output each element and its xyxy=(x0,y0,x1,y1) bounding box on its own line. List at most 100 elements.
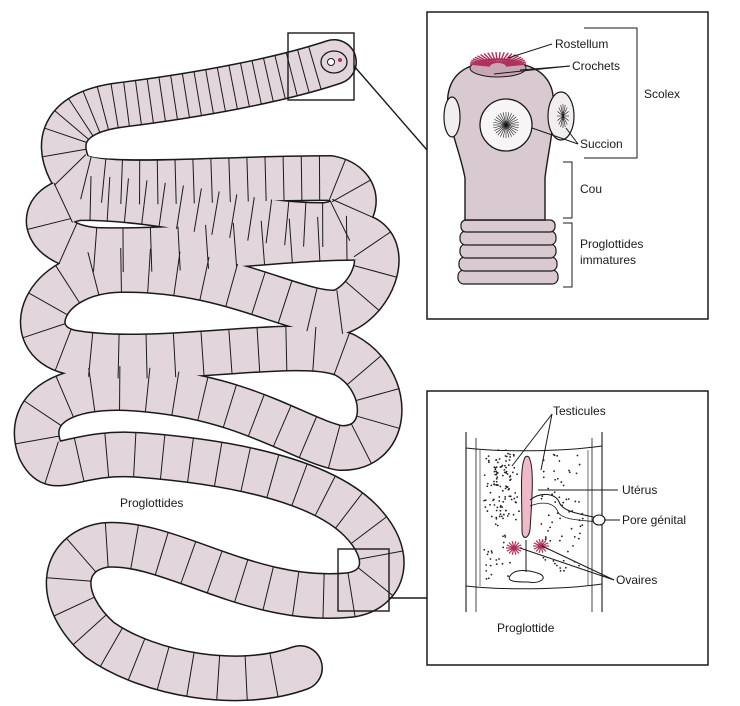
hook xyxy=(505,63,527,67)
segment-line xyxy=(347,355,382,385)
testis-dot xyxy=(509,561,511,564)
testis-dot xyxy=(506,473,509,475)
testis-dot xyxy=(495,559,498,561)
hook xyxy=(499,52,505,64)
segment-line xyxy=(88,367,96,412)
testis-dot xyxy=(502,541,505,544)
segment-line xyxy=(265,199,273,244)
sucker-ray xyxy=(497,114,507,126)
worm-head xyxy=(320,50,348,74)
testis-dot xyxy=(513,454,515,457)
testis-dot xyxy=(505,485,507,488)
sucker-center xyxy=(479,98,533,152)
segment-line xyxy=(214,442,223,487)
testis-dot xyxy=(499,513,502,516)
testis-dot xyxy=(494,468,497,471)
testis-dot xyxy=(486,485,489,488)
segment-line xyxy=(55,265,80,303)
testis-dot xyxy=(579,525,582,528)
segment-line xyxy=(282,156,285,201)
testis-dot xyxy=(485,569,488,572)
testis-dot xyxy=(493,470,496,473)
segment-line xyxy=(228,329,233,374)
segment-line xyxy=(158,77,166,122)
segment-line xyxy=(234,559,249,603)
segment-line xyxy=(156,647,170,690)
segment-line xyxy=(336,290,344,334)
segment-line xyxy=(246,157,249,202)
segment-line xyxy=(358,567,393,596)
testis-dot xyxy=(507,452,509,455)
testis-dot xyxy=(496,476,499,479)
segment-line xyxy=(186,652,195,697)
testis-dot xyxy=(559,569,562,572)
segment-line xyxy=(193,188,202,232)
segment-line xyxy=(300,156,303,201)
testis-dot xyxy=(568,469,570,472)
testis-dot xyxy=(559,567,562,569)
sucker-ray xyxy=(557,111,564,117)
immature-label-line1: Proglottides xyxy=(580,237,643,251)
testis-dot xyxy=(562,484,565,487)
testis-dot xyxy=(567,550,569,553)
testis-dot xyxy=(500,515,503,518)
testis-dot xyxy=(487,577,490,580)
segment-line xyxy=(327,425,341,469)
sucker-ray xyxy=(505,124,517,134)
segment-line xyxy=(146,79,154,123)
testis-dot xyxy=(485,457,488,460)
segment-line xyxy=(240,447,251,492)
segment-line xyxy=(298,416,317,458)
segment-line xyxy=(333,332,350,375)
testis-dot xyxy=(493,480,495,483)
segment-line xyxy=(262,566,274,610)
testis-dot xyxy=(573,536,576,538)
testis-dot xyxy=(504,487,507,490)
testis-dot xyxy=(495,477,498,480)
testis-dot xyxy=(507,464,510,466)
testis-dot xyxy=(556,477,559,480)
testis-dot xyxy=(494,523,497,526)
segment-line xyxy=(172,333,177,378)
testis-dot xyxy=(487,455,490,458)
sucker-ray xyxy=(505,124,512,137)
hook xyxy=(483,53,495,64)
testis-dot xyxy=(555,564,558,567)
proglottid-inset: Testicules Utérus Pore génital Ovaires P… xyxy=(426,390,709,666)
segment-line xyxy=(174,159,177,204)
segment-line xyxy=(240,63,250,107)
worm-segments xyxy=(15,46,403,701)
segment-line xyxy=(308,46,322,90)
segment-line xyxy=(96,86,109,130)
segment-line xyxy=(173,251,181,296)
testis-dot xyxy=(483,548,486,551)
segment-line xyxy=(210,158,213,203)
proglottid-body xyxy=(462,432,602,612)
testis-dot xyxy=(502,500,505,503)
testis-dot xyxy=(512,513,515,516)
ovaires-label: Ovaires xyxy=(616,573,657,587)
rostellum-leader xyxy=(507,43,553,59)
segment-line xyxy=(312,326,317,371)
segment-line xyxy=(306,288,318,332)
testis-dot xyxy=(516,496,519,498)
testis-dot xyxy=(513,497,516,500)
segment-line xyxy=(144,367,151,412)
testis-dot xyxy=(504,534,506,537)
segment-line xyxy=(260,220,266,265)
testis-dot xyxy=(499,466,502,468)
scolex-label: Scolex xyxy=(644,87,680,101)
segment-line xyxy=(58,222,78,264)
sucker-ray xyxy=(505,124,510,138)
segment-line xyxy=(53,182,73,223)
testis-dot xyxy=(501,562,504,565)
segment-line xyxy=(89,176,92,221)
testis-dot xyxy=(509,479,511,482)
testis-dot xyxy=(558,460,561,462)
testis-dot xyxy=(498,496,501,498)
segment-line xyxy=(123,82,130,127)
worm-body-label: Proglottides xyxy=(120,496,183,510)
segment-line xyxy=(159,435,166,479)
testis-dot xyxy=(581,524,584,527)
hook xyxy=(477,55,493,65)
